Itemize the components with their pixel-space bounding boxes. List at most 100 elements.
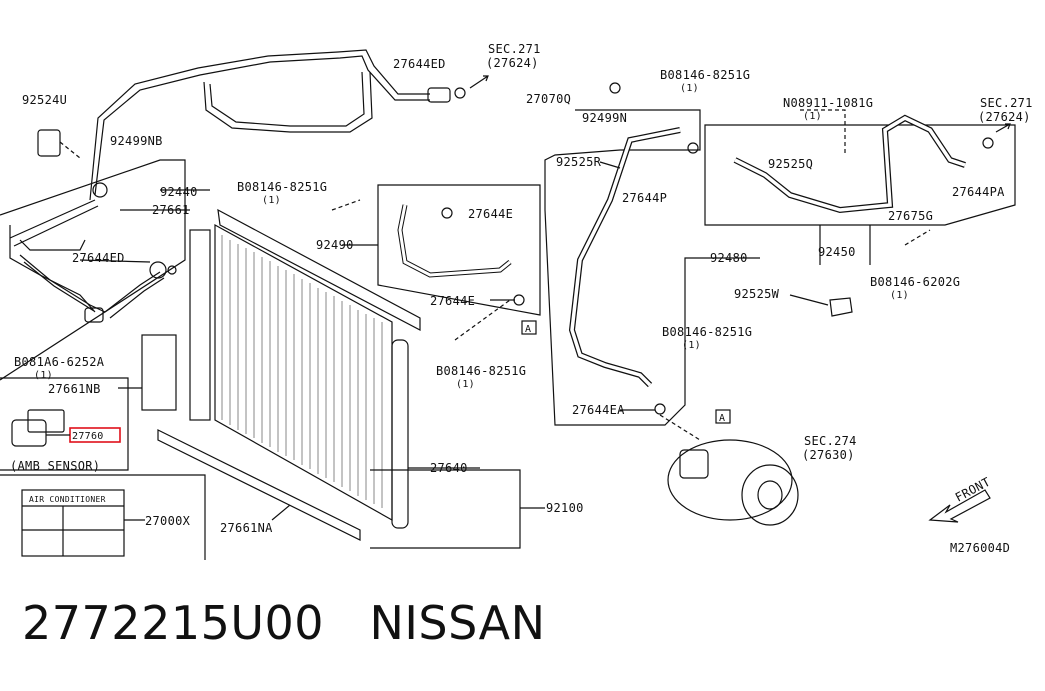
label-92524U: 92524U (22, 93, 67, 107)
label-27644P: 27644P (622, 191, 667, 205)
label-bolt4-qty: (1) (890, 290, 909, 301)
frame-sensor (0, 377, 129, 471)
part-caption: 2772215U00 NISSAN (22, 596, 546, 650)
oring-27644PA (982, 137, 994, 149)
label-27661NB: 27661NB (48, 382, 101, 396)
fitting-92499NB (92, 182, 108, 198)
hose-92480-inner (570, 128, 681, 387)
label-bolt3: B08146-8251G (660, 68, 750, 82)
hose-92450-inner (734, 116, 966, 212)
label-bolt2-qty: (1) (456, 379, 475, 390)
label-sec271-right: SEC.271 (980, 96, 1033, 110)
label-27070Q: 27070Q (526, 92, 571, 106)
fitting-27644ED-left (149, 261, 167, 279)
compressor-port (679, 449, 709, 479)
leader-92524U (59, 141, 81, 159)
bracket-92100 (370, 469, 521, 549)
box-92490 (377, 184, 541, 316)
block-fitting-left (84, 307, 104, 323)
frame-left (0, 159, 186, 381)
pipe-92440-drop (203, 71, 373, 133)
label-92525R: 92525R (556, 155, 602, 169)
compressor-pulley-hub (757, 480, 783, 510)
seal-27661NA (157, 429, 361, 541)
leader-27644EA (659, 414, 701, 441)
bolt3-head (609, 82, 621, 94)
caption-brand: NISSAN (369, 596, 546, 650)
ac-label-grid (22, 505, 124, 556)
oring-27644E-a (441, 207, 453, 219)
leader-92450 (819, 225, 871, 265)
leader-bolt1 (331, 199, 361, 211)
label-bolt5: B08146-8251G (662, 325, 752, 339)
label-bolt1-qty: (1) (262, 195, 281, 206)
label-27644E-b: 27644E (430, 294, 475, 308)
label-92480: 92480 (710, 251, 748, 265)
label-bolt-left-qty: (1) (34, 370, 53, 381)
condenser-fins (221, 235, 383, 508)
arrow-sec271-right-icon (995, 123, 1011, 133)
fitting-27644ED-top (427, 87, 451, 103)
receiver-tank (391, 339, 409, 529)
pipe-92440-drop-b (209, 71, 365, 127)
condenser-top-seal (217, 208, 421, 331)
pipe-92440-upper-a (94, 55, 430, 196)
label-27644PA: 27644PA (952, 185, 1005, 199)
leader-92525W (789, 294, 829, 306)
label-27661: 27661 (152, 203, 190, 217)
label-27000X: 27000X (145, 514, 191, 528)
compressor-body (667, 439, 793, 521)
box-92480 (544, 109, 701, 426)
oring-27644E-b (513, 294, 525, 306)
label-92440: 92440 (160, 185, 198, 199)
leader-27661NA (271, 504, 291, 521)
label-sec274: SEC.274 (804, 434, 857, 448)
amb-sensor-plug (27, 409, 65, 433)
pipe-92440-bend (19, 239, 86, 251)
label-27661NA: 27661NA (220, 521, 273, 535)
label-air-conditioner: AIR CONDITIONER (29, 495, 106, 504)
label-amb-sensor: (AMB SENSOR) (10, 459, 100, 473)
label-bolt2: B08146-8251G (436, 364, 526, 378)
label-92100: 92100 (546, 501, 584, 515)
label-sec271-top-sub: (27624) (486, 56, 539, 70)
label-sec274-sub: (27630) (802, 448, 855, 462)
label-bolt1: B08146-8251G (237, 180, 327, 194)
bracket-92524U (37, 129, 61, 157)
amb-sensor-body (11, 419, 47, 447)
label-nut: N08911-1081G (783, 96, 873, 110)
box-92450 (704, 124, 1016, 226)
label-92499N: 92499N (582, 111, 627, 125)
label-ref-a1: A (525, 324, 531, 335)
seal-27661NB (141, 334, 177, 411)
label-27640: 27640 (430, 461, 468, 475)
label-ref-a2: A (719, 413, 725, 424)
leader-bolt4 (904, 229, 931, 246)
oring-27644P (687, 142, 699, 154)
leader-27644ED-left (79, 259, 151, 263)
label-27644ED-left: 27644ED (72, 251, 125, 265)
leader-nut (800, 109, 846, 155)
pipe-92440-upper-b (89, 49, 430, 201)
caption-part-number: 2772215U00 (22, 596, 325, 650)
label-27644E-a: 27644E (468, 207, 513, 221)
label-27675G: 27675G (888, 209, 933, 223)
label-nut-qty: (1) (803, 111, 822, 122)
label-bolt5-qty: (1) (682, 340, 701, 351)
pipe-92440-lower (9, 225, 96, 313)
label-27644EA: 27644EA (572, 403, 625, 417)
hose-92490-inner (398, 204, 511, 277)
oring-27644ED-top (454, 87, 466, 99)
label-92499NB: 92499NB (110, 134, 163, 148)
arrow-sec271-top-icon (469, 75, 489, 89)
frame-label (0, 474, 206, 560)
leader-92525R (599, 161, 621, 169)
ref-box-a2 (715, 409, 731, 424)
label-27644ED-top: 27644ED (393, 57, 446, 71)
label-92450: 92450 (818, 245, 856, 259)
condenser-side-tank (189, 229, 211, 421)
label-bolt-left: B081A6-6252A (14, 355, 105, 369)
label-27760: 27760 (72, 431, 104, 442)
label-bolt3-qty: (1) (680, 83, 699, 94)
